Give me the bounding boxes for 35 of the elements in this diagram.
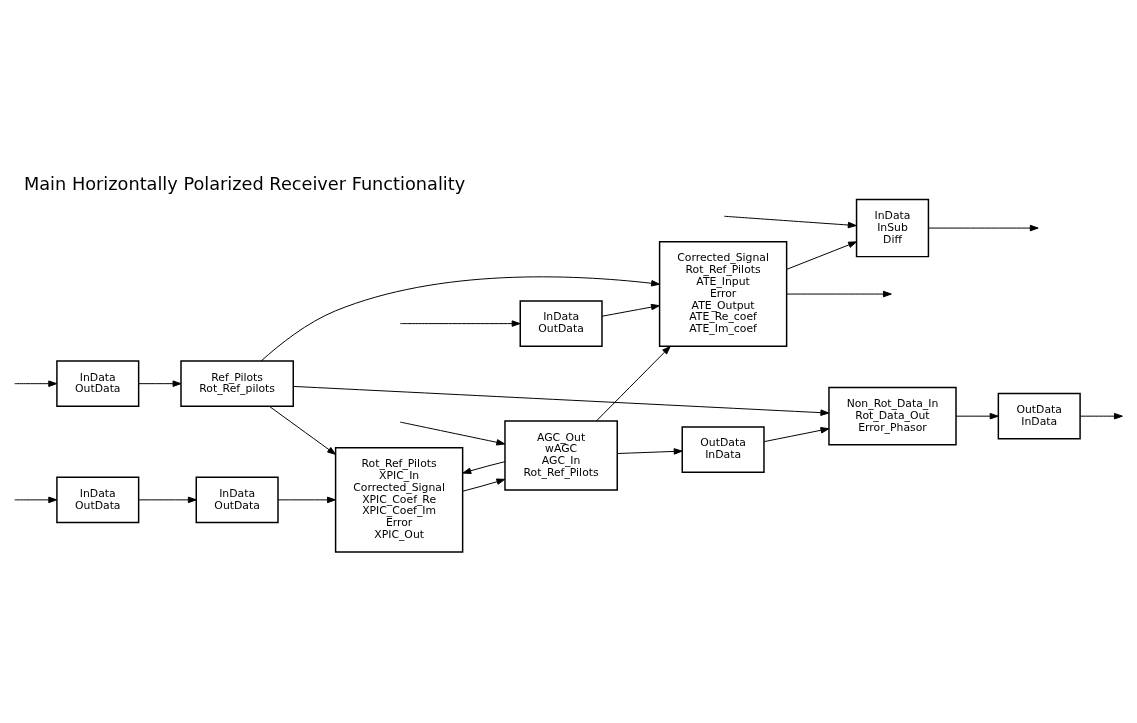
node-box: Non_Rot_Data_In Rot_Data_Out Error_Phasor — [828, 386, 957, 445]
arrow — [955, 412, 999, 419]
node-box: InData OutData — [56, 476, 140, 523]
arrow — [268, 405, 336, 455]
node-box: Rot_Ref_Pilots XPIC_In Corrected_Signal XPIC_Coef_Re XPIC_Coef_Im Error XPIC_Out — [334, 446, 464, 553]
arrow — [462, 460, 506, 474]
arrow — [723, 215, 857, 228]
arrow — [601, 303, 660, 317]
diagram-title: Main Horizontally Polarized Receiver Functionality — [23, 173, 466, 194]
node-box: InData OutData — [195, 476, 279, 523]
arrow — [928, 224, 1039, 231]
arrow — [763, 426, 830, 442]
node-box: OutData InData — [997, 392, 1081, 440]
arrow — [786, 240, 858, 270]
arrow — [617, 447, 683, 455]
arrow — [277, 496, 336, 503]
arrow — [462, 478, 506, 492]
node-box: InData InSub Diff — [855, 198, 930, 257]
node-box: Ref_Pilots Rot_Ref_pilots — [180, 359, 294, 407]
arrow — [138, 496, 197, 503]
node-box: Corrected_Signal Rot_Ref_Pilots ATE_Input Error ATE_Output ATE_Re_coef ATE_Im_coef — [658, 240, 788, 347]
node-box: AGC_Out wAGC AGC_In Rot_Ref_Pilots — [504, 419, 618, 491]
arrow — [1079, 412, 1123, 419]
arrow — [14, 379, 58, 387]
node-box: InData OutData — [519, 299, 603, 347]
arrow — [14, 496, 58, 503]
arrow — [138, 379, 182, 387]
arrow — [399, 421, 506, 446]
node-box: OutData InData — [681, 425, 765, 473]
arrow — [399, 319, 521, 327]
arrow — [293, 385, 830, 416]
arrow — [786, 290, 892, 297]
arrow — [260, 275, 660, 361]
node-box: InData OutData — [56, 359, 140, 407]
arrow — [595, 345, 671, 421]
